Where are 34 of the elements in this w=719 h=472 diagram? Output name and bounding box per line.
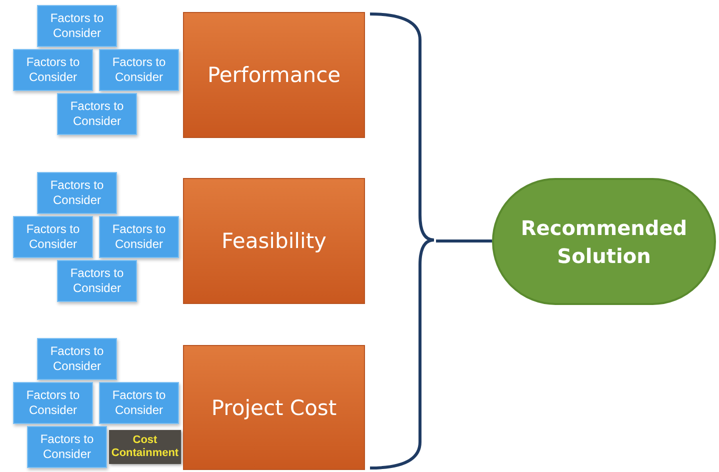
sticky-note xyxy=(27,426,107,468)
note-text: Factors to Consider xyxy=(49,344,105,374)
note-text: Factors to Consider xyxy=(25,55,81,85)
sticky-note xyxy=(57,93,137,135)
note-text: Factors to Consider xyxy=(111,222,167,252)
note-text: Factors to Consider xyxy=(69,266,125,296)
curly-bracket xyxy=(368,12,436,470)
sticky-note xyxy=(13,216,93,258)
connector-line xyxy=(436,240,492,242)
category-label: Feasibility xyxy=(222,229,326,253)
sticky-note xyxy=(99,216,179,258)
category-label: Performance xyxy=(207,63,341,87)
result-label: Recommended Solution xyxy=(520,214,688,270)
note-text: Factors to Consider xyxy=(25,222,81,252)
note-text: Factors to Consider xyxy=(111,388,167,418)
category-box xyxy=(183,178,365,304)
tag-text: Cost Containment xyxy=(110,434,180,460)
sticky-note xyxy=(37,338,117,380)
sticky-note xyxy=(99,382,179,424)
sticky-note xyxy=(13,382,93,424)
sticky-note xyxy=(37,172,117,214)
category-box xyxy=(183,345,365,470)
note-text: Factors to Consider xyxy=(111,55,167,85)
sticky-note xyxy=(99,49,179,91)
category-label: Project Cost xyxy=(211,396,337,420)
sticky-note xyxy=(37,5,117,47)
note-text: Factors to Consider xyxy=(49,11,105,41)
sticky-note xyxy=(57,260,137,302)
category-box xyxy=(183,12,365,138)
sticky-note xyxy=(13,49,93,91)
note-text: Factors to Consider xyxy=(39,432,95,462)
note-text: Factors to Consider xyxy=(69,99,125,129)
note-text: Factors to Consider xyxy=(49,178,105,208)
note-text: Factors to Consider xyxy=(25,388,81,418)
